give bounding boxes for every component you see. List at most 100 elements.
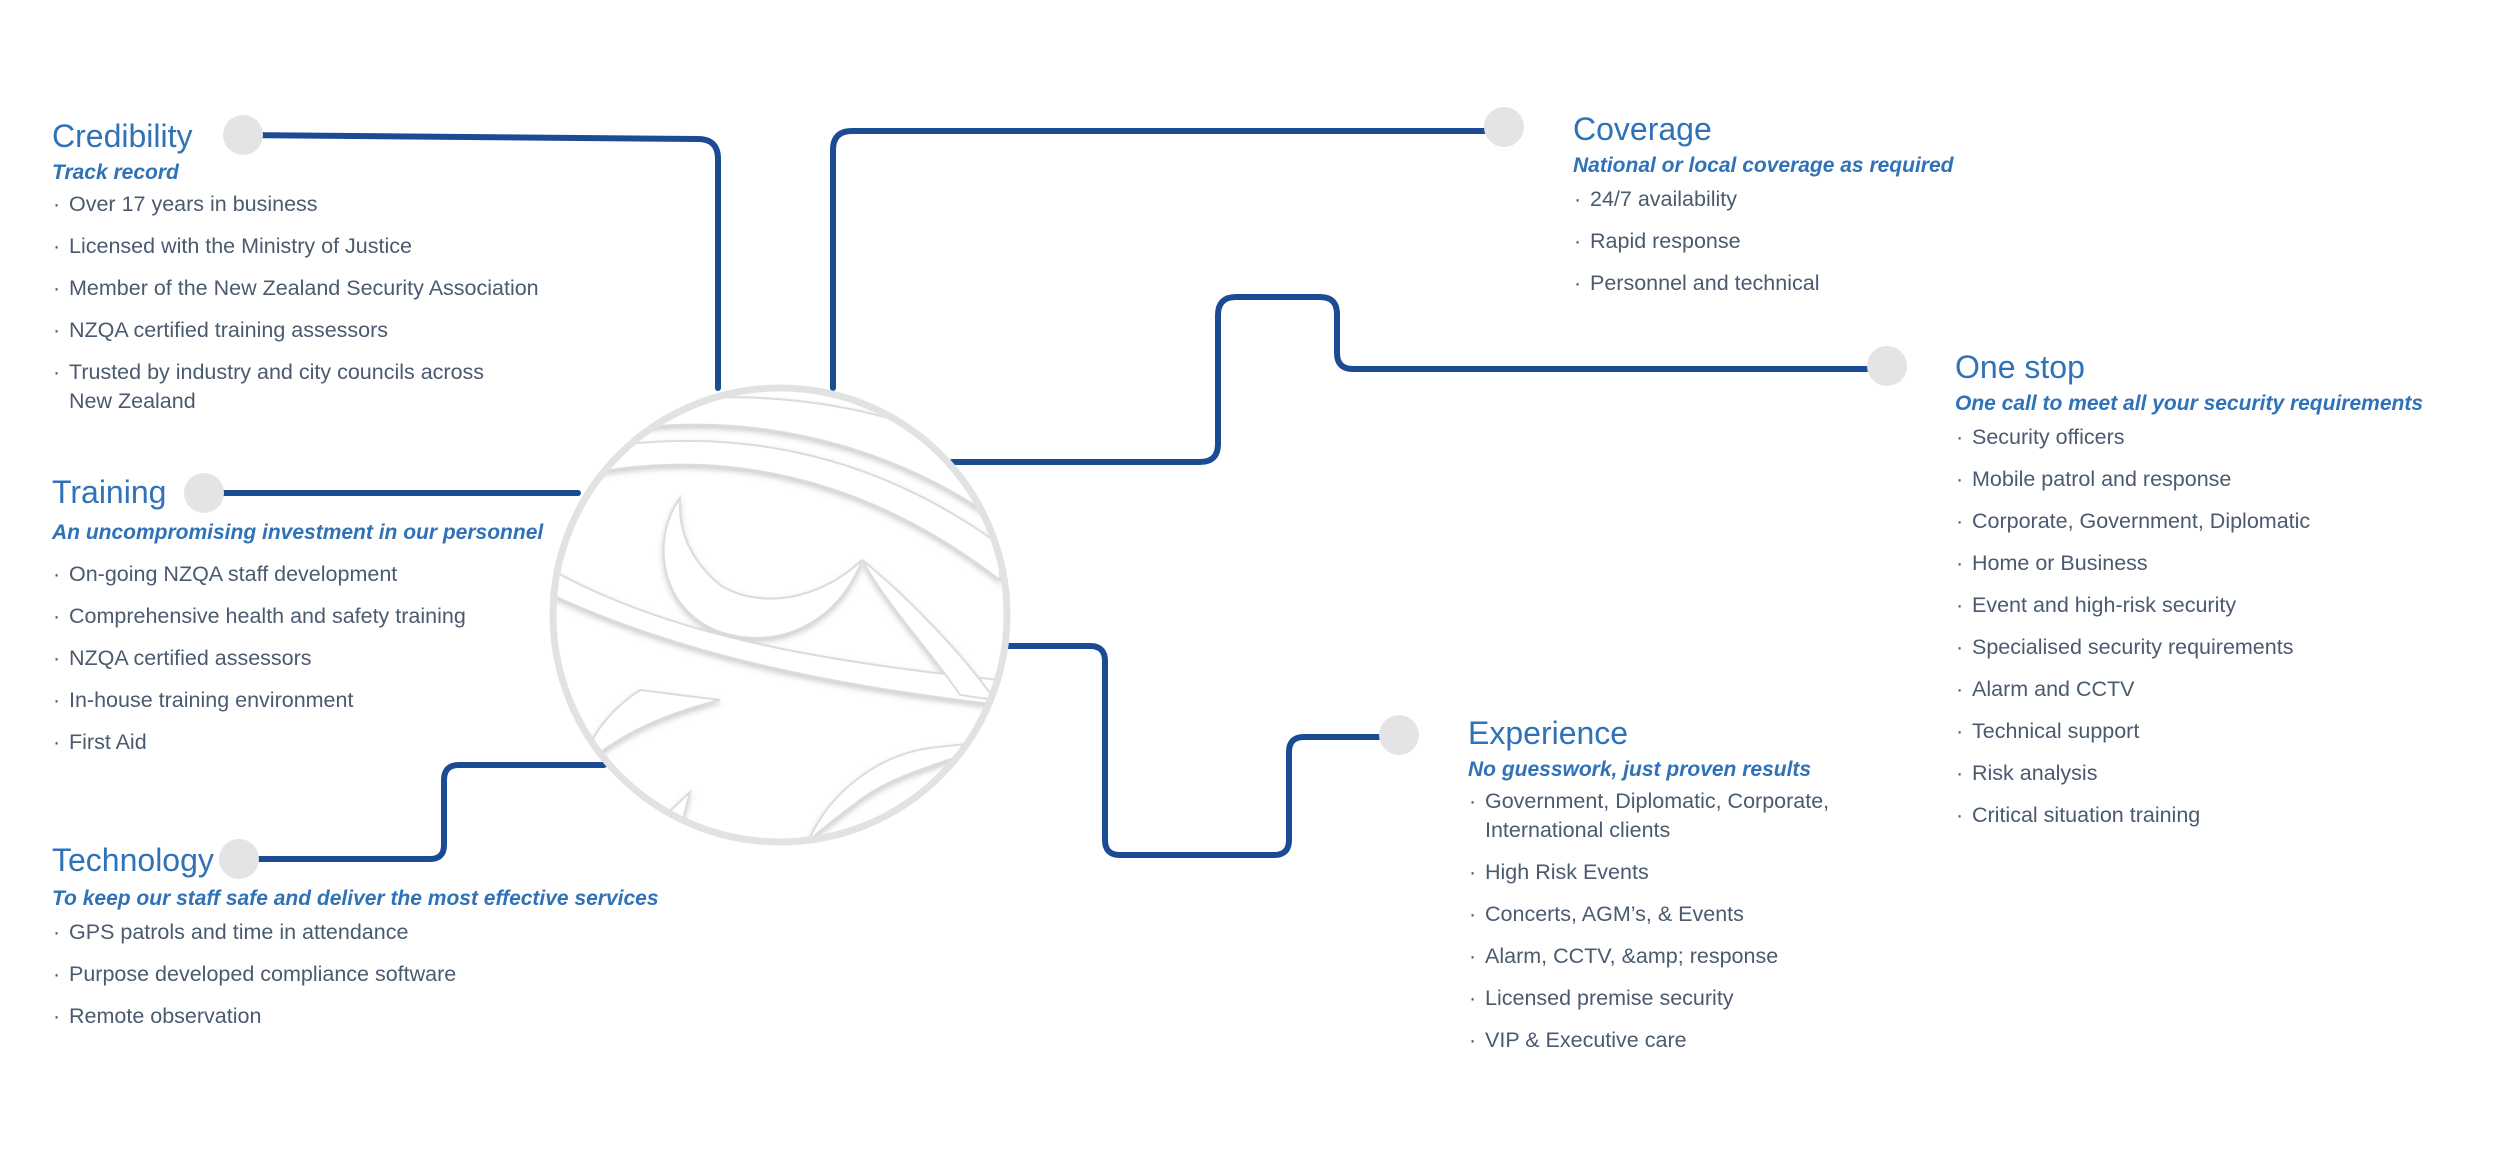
section-credibility: Credibility Track record ·Over 17 years … [52, 118, 592, 429]
list-item: ·Corporate, Government, Diplomatic [1955, 507, 2495, 536]
one-stop-subtitle: One call to meet all your security requi… [1955, 392, 2423, 415]
list-item-text: Rapid response [1590, 229, 1741, 253]
bullet-icon: · [1956, 551, 1964, 575]
list-item: · Personnel and technical [1573, 269, 2073, 298]
bullet-icon: · [53, 646, 61, 670]
list-item: · GPS patrols and time in attendance [52, 918, 692, 947]
connector-credibility [240, 132, 721, 391]
list-item: · Alarm and CCTV [1955, 675, 2495, 704]
list-item: · Mobile patrol and response [1955, 465, 2495, 494]
experience-title: Experience [1468, 715, 1629, 751]
list-item-text: Licensed with the Ministry of Justice [69, 234, 412, 258]
section-experience: Experience No guesswork, just proven res… [1468, 715, 1898, 1068]
list-item-text: Specialised security requirements [1972, 635, 2294, 659]
technology-title: Technology [52, 842, 214, 878]
bullet-icon: · [1469, 1028, 1477, 1052]
list-item: · NZQA certified assessors [52, 644, 612, 673]
experience-list: · Government, Diplomatic, Corporate, Inte… [1468, 787, 1898, 1055]
bullet-icon: · [1469, 944, 1477, 968]
list-item: ·Rapid response [1573, 227, 2073, 256]
list-item: · Critical situation training [1955, 801, 2495, 830]
bullet-icon: · [1469, 986, 1477, 1010]
list-item-text: Security officers [1972, 425, 2125, 449]
list-item: ·First Aid [52, 728, 612, 757]
node-coverage [1484, 107, 1524, 147]
list-item-text: Technical support [1972, 719, 2140, 743]
bullet-icon: · [53, 192, 61, 216]
list-item-text: Critical situation training [1972, 803, 2201, 827]
technology-subtitle: To keep our staff safe and deliver the m… [52, 887, 659, 910]
bullet-icon: · [1956, 467, 1964, 491]
bullet-icon: · [1469, 789, 1477, 813]
node-credibility [223, 115, 263, 155]
list-item: ·Trusted by industry and city councils a… [52, 358, 529, 416]
list-item: ·Technical support [1955, 717, 2495, 746]
technology-list: · GPS patrols and time in attendance · Pur… [52, 918, 692, 1031]
list-item: · Government, Diplomatic, Corporate, Inte… [1468, 787, 1898, 845]
list-item: ·Event and high-risk security [1955, 591, 2495, 620]
connector-technology [236, 762, 607, 862]
credibility-list: ·Over 17 years in business ·Licensed wit… [52, 190, 592, 416]
list-item: · Risk analysis [1955, 759, 2495, 788]
list-item-text: In-house training environment [69, 688, 354, 712]
list-item-text: Government, Diplomatic, Corporate, Inter… [1485, 789, 1830, 842]
bullet-icon: · [53, 1004, 61, 1028]
list-item-text: Remote observation [69, 1004, 262, 1028]
list-item-text: Alarm, CCTV, &amp; response [1485, 944, 1779, 968]
experience-subtitle: No guesswork, just proven results [1468, 758, 1812, 781]
list-item: · Member of the New Zealand Security Asso… [52, 274, 592, 303]
one-stop-title: One stop [1955, 349, 2085, 385]
list-item: ·Security officers [1955, 423, 2495, 452]
list-item-text: GPS patrols and time in attendance [69, 920, 409, 944]
coverage-list: ·24/7 availability ·Rapid response ·Pers… [1573, 185, 2073, 298]
list-item: · Concerts, AGM’s, & Events [1468, 900, 1898, 929]
list-item: · Alarm, CCTV, &amp; response [1468, 942, 1898, 971]
list-item-text: Personnel and technical [1590, 271, 1820, 295]
list-item-text: Over 17 years in business [69, 192, 318, 216]
bullet-icon: · [1956, 761, 1964, 785]
list-item-text: Purpose developed compliance software [69, 962, 457, 986]
list-item: ·Licensed with the Ministry of Justice [52, 232, 592, 261]
connector-onestop [949, 294, 1890, 465]
node-experience [1379, 715, 1419, 755]
bullet-icon: · [1574, 271, 1582, 295]
eye-emblem-icon [549, 384, 1011, 846]
bullet-icon: · [53, 730, 61, 754]
section-training: Training An uncompromising investment in… [52, 474, 612, 770]
bullet-icon: · [1956, 803, 1964, 827]
list-item-text: Corporate, Government, Diplomatic [1972, 509, 2311, 533]
list-item: · High Risk Events [1468, 858, 1898, 887]
training-title: Training [52, 474, 167, 510]
node-onestop [1867, 346, 1907, 386]
list-item: · Specialised security requirements [1955, 633, 2495, 662]
bullet-icon: · [1469, 902, 1477, 926]
bullet-icon: · [1469, 860, 1477, 884]
bullet-icon: · [1956, 677, 1964, 701]
connector-experience [1001, 643, 1402, 858]
connector-coverage [830, 128, 1507, 391]
section-one-stop: One stop One call to meet all your secur… [1955, 349, 2495, 843]
list-item-text: Mobile patrol and response [1972, 467, 2232, 491]
list-item-text: Alarm and CCTV [1972, 677, 2135, 701]
list-item-text: Risk analysis [1972, 761, 2098, 785]
bullet-icon: · [53, 688, 61, 712]
list-item-text: On-going NZQA staff development [69, 562, 398, 586]
list-item-text: Comprehensive health and safety training [69, 604, 466, 628]
list-item-text: NZQA certified assessors [69, 646, 312, 670]
list-item: ·Home or Business [1955, 549, 2495, 578]
one-stop-list: ·Security officers ·Mobile patrol and re… [1955, 423, 2495, 830]
list-item-text: High Risk Events [1485, 860, 1649, 884]
list-item-text: Concerts, AGM’s, & Events [1485, 902, 1744, 926]
list-item: · Licensed premise security [1468, 984, 1898, 1013]
bullet-icon: · [53, 276, 61, 300]
list-item-text: Member of the New Zealand Security Assoc… [69, 276, 539, 300]
list-item-text: Licensed premise security [1485, 986, 1734, 1010]
bullet-icon: · [53, 920, 61, 944]
node-training [184, 473, 224, 513]
training-list: · On-going NZQA staff development · Compre… [52, 560, 612, 757]
list-item: · Over 17 years in business [52, 190, 592, 219]
list-item: · Purpose developed compliance software [52, 960, 692, 989]
bullet-icon: · [1956, 635, 1964, 659]
bullet-icon: · [53, 962, 61, 986]
